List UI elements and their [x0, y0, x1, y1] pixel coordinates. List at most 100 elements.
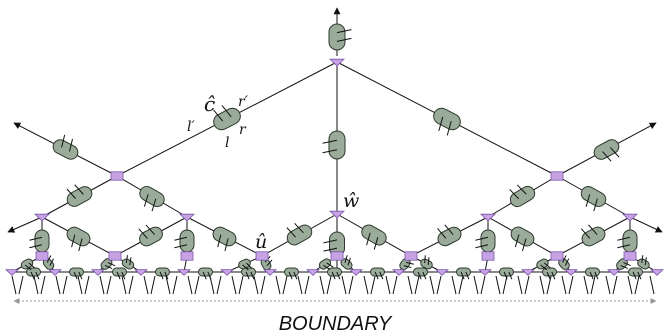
square-vertex	[481, 251, 495, 261]
capsule-tensor	[66, 184, 93, 207]
physical-leg	[62, 275, 68, 295]
label-u-hat: û	[255, 231, 267, 253]
capsule-tensor	[475, 229, 496, 253]
physical-leg	[517, 275, 523, 295]
physical-leg	[370, 275, 376, 295]
physical-leg	[121, 275, 127, 295]
bottom-vertex	[48, 269, 62, 276]
physical-leg	[502, 275, 508, 295]
capsule-tensor	[66, 226, 91, 252]
physical-leg	[612, 275, 618, 295]
top-capsule	[328, 23, 352, 51]
top-vertex	[329, 58, 345, 67]
physical-leg	[143, 275, 149, 295]
bottom-vertex	[5, 269, 19, 276]
w-hat-vertex	[329, 210, 345, 219]
physical-legs	[11, 275, 655, 295]
physical-leg	[539, 275, 545, 295]
physical-leg	[187, 275, 193, 295]
small-capsule	[284, 267, 299, 280]
physical-leg	[568, 275, 574, 295]
small-capsule	[456, 267, 471, 280]
small-capsule	[536, 258, 551, 271]
bottom-vertex	[263, 269, 277, 276]
square-vertex	[108, 251, 122, 261]
bottom-vertex	[349, 269, 363, 276]
physical-leg	[495, 275, 501, 295]
small-capsule	[585, 267, 600, 280]
square-vertex	[35, 251, 49, 261]
capsule-tensor	[510, 226, 535, 252]
small-capsule	[198, 267, 213, 280]
square-vertex	[255, 251, 269, 261]
bottom-vertex	[435, 269, 449, 276]
triangle-vertex	[34, 213, 50, 222]
physical-leg	[253, 275, 259, 295]
capsule-center-upper	[322, 130, 346, 160]
capsule-c-hat	[213, 105, 241, 131]
capsule-tensor	[509, 184, 536, 208]
small-capsule	[121, 255, 135, 270]
physical-leg	[407, 275, 413, 295]
physical-leg	[165, 275, 171, 295]
small-capsule	[558, 255, 570, 271]
small-capsule	[318, 258, 334, 270]
capsule-tensor	[286, 222, 313, 246]
bottom-vertex	[392, 269, 406, 276]
small-capsule	[155, 267, 170, 280]
square-vertex	[180, 251, 194, 261]
physical-leg	[348, 275, 354, 295]
capsule-left-outer	[52, 134, 79, 160]
physical-leg	[451, 275, 457, 295]
bottom-vertex	[177, 269, 191, 276]
bottom-vertex	[134, 269, 148, 276]
physical-leg	[392, 275, 398, 295]
small-capsule	[112, 267, 127, 280]
physical-leg	[429, 275, 435, 295]
label-c-hat: ĉ	[204, 92, 215, 116]
physical-leg	[480, 275, 486, 295]
physical-leg	[84, 275, 90, 295]
small-capsule	[69, 267, 84, 280]
physical-leg	[473, 275, 479, 295]
label-r-prime: r′	[238, 94, 249, 110]
physical-leg	[150, 275, 156, 295]
capsule-tensor	[437, 224, 462, 247]
small-capsule	[542, 267, 557, 280]
capsule-tensor	[212, 226, 237, 252]
physical-leg	[40, 275, 46, 295]
physical-leg	[260, 275, 266, 295]
physical-leg	[275, 275, 281, 295]
physical-leg	[385, 275, 391, 295]
physical-leg	[282, 275, 288, 295]
small-capsule	[499, 267, 514, 280]
capsule-tensor	[29, 229, 50, 253]
bottom-vertex	[220, 269, 234, 276]
square-vertex	[550, 251, 564, 261]
physical-leg	[55, 275, 61, 295]
capsule-top-right	[433, 107, 461, 136]
physical-leg	[326, 275, 332, 295]
capsule-tensor	[174, 229, 195, 253]
physical-leg	[436, 275, 442, 295]
small-capsule	[340, 255, 353, 270]
square-vertex	[404, 251, 418, 261]
physical-leg	[304, 275, 310, 295]
label-r: r	[239, 122, 247, 138]
bottom-vertex	[306, 269, 320, 276]
capsule-tensor	[580, 224, 606, 247]
physical-leg	[18, 275, 24, 295]
physical-leg	[590, 275, 596, 295]
physical-leg	[128, 275, 134, 295]
bottom-vertex	[607, 269, 621, 276]
arrow-right-low	[629, 216, 663, 233]
physical-leg	[458, 275, 464, 295]
label-l-prime: l′	[187, 119, 195, 135]
bottom-vertex	[564, 269, 578, 276]
physical-leg	[524, 275, 530, 295]
physical-leg	[216, 275, 222, 295]
right-vertex	[550, 171, 564, 181]
physical-leg	[297, 275, 303, 295]
left-vertex	[110, 171, 124, 181]
